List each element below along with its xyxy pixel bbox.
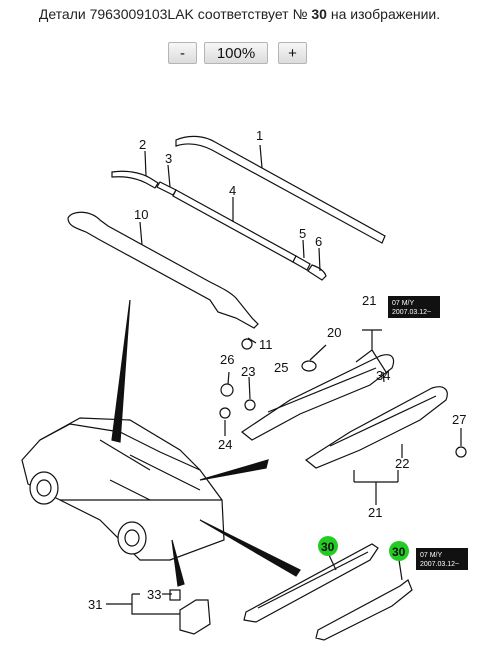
model-year-badge-2 (416, 548, 468, 570)
part-strip-2 (111, 170, 159, 189)
part-roof-rail-10 (67, 211, 259, 329)
callout-3: 3 (165, 151, 172, 166)
callout-34: 34 (376, 368, 390, 383)
callout-21-bottom: 21 (368, 505, 382, 520)
callout-31: 31 (88, 597, 102, 612)
part-clip-5 (292, 255, 311, 271)
part-fastener-24 (219, 407, 231, 419)
part-cap-33 (169, 589, 181, 601)
caption-prefix: Детали 7963009103LAK соответствует № (38, 6, 308, 22)
badge1-line1: 07 M/Y (392, 300, 415, 307)
callout-24: 24 (218, 437, 232, 452)
zoom-level-button[interactable]: 100% (204, 42, 268, 64)
callout-11: 11 (259, 337, 273, 352)
callout-25: 25 (274, 360, 288, 375)
callout-4: 4 (229, 183, 236, 198)
callout-6: 6 (315, 234, 322, 249)
callout-27: 27 (452, 412, 466, 427)
callout-1: 1 (256, 128, 263, 143)
model-year-badge-1 (388, 296, 440, 318)
callout-23: 23 (241, 364, 255, 379)
highlight-30-upper (318, 536, 338, 556)
badge2-line1: 07 M/Y (420, 552, 443, 559)
callout-30-upper: 30 (321, 540, 335, 554)
part-ring-25 (301, 360, 317, 372)
callout-5: 5 (299, 226, 306, 241)
callout-33: 33 (147, 587, 161, 602)
part-clip-3 (156, 181, 177, 196)
highlight-30-lower (389, 541, 409, 561)
part-garnish-30-lower (315, 579, 413, 641)
part-cap-31 (179, 599, 211, 635)
part-fastener-26 (220, 383, 234, 397)
vehicle-body (21, 417, 225, 561)
callout-22: 22 (395, 456, 409, 471)
part-fastener-23 (244, 399, 256, 411)
callout-10: 10 (134, 207, 148, 222)
caption: Детали 7963009103LAK соответствует № 30 … (0, 6, 479, 22)
part-fastener-27 (455, 446, 467, 458)
badge1-line2: 2007.03.12~ (392, 309, 431, 316)
callout-2: 2 (139, 137, 146, 152)
part-clip-11 (241, 338, 253, 350)
zoom-in-button[interactable]: + (278, 42, 307, 64)
zoom-out-button[interactable]: - (168, 42, 197, 64)
callout-21-top: 21 (362, 293, 376, 308)
part-strip-4 (172, 189, 297, 263)
vehicle-wheel-front (29, 471, 59, 505)
part-end-6 (307, 264, 327, 281)
part-moulding-1 (175, 135, 386, 244)
callout-26: 26 (220, 352, 234, 367)
badge2-line2: 2007.03.12~ (420, 561, 459, 568)
caption-suffix: на изображении. (330, 6, 441, 22)
vehicle-wheel-rear (117, 521, 147, 555)
callout-30-lower: 30 (392, 545, 406, 559)
caption-part-number: 30 (311, 6, 327, 22)
callout-20: 20 (327, 325, 341, 340)
